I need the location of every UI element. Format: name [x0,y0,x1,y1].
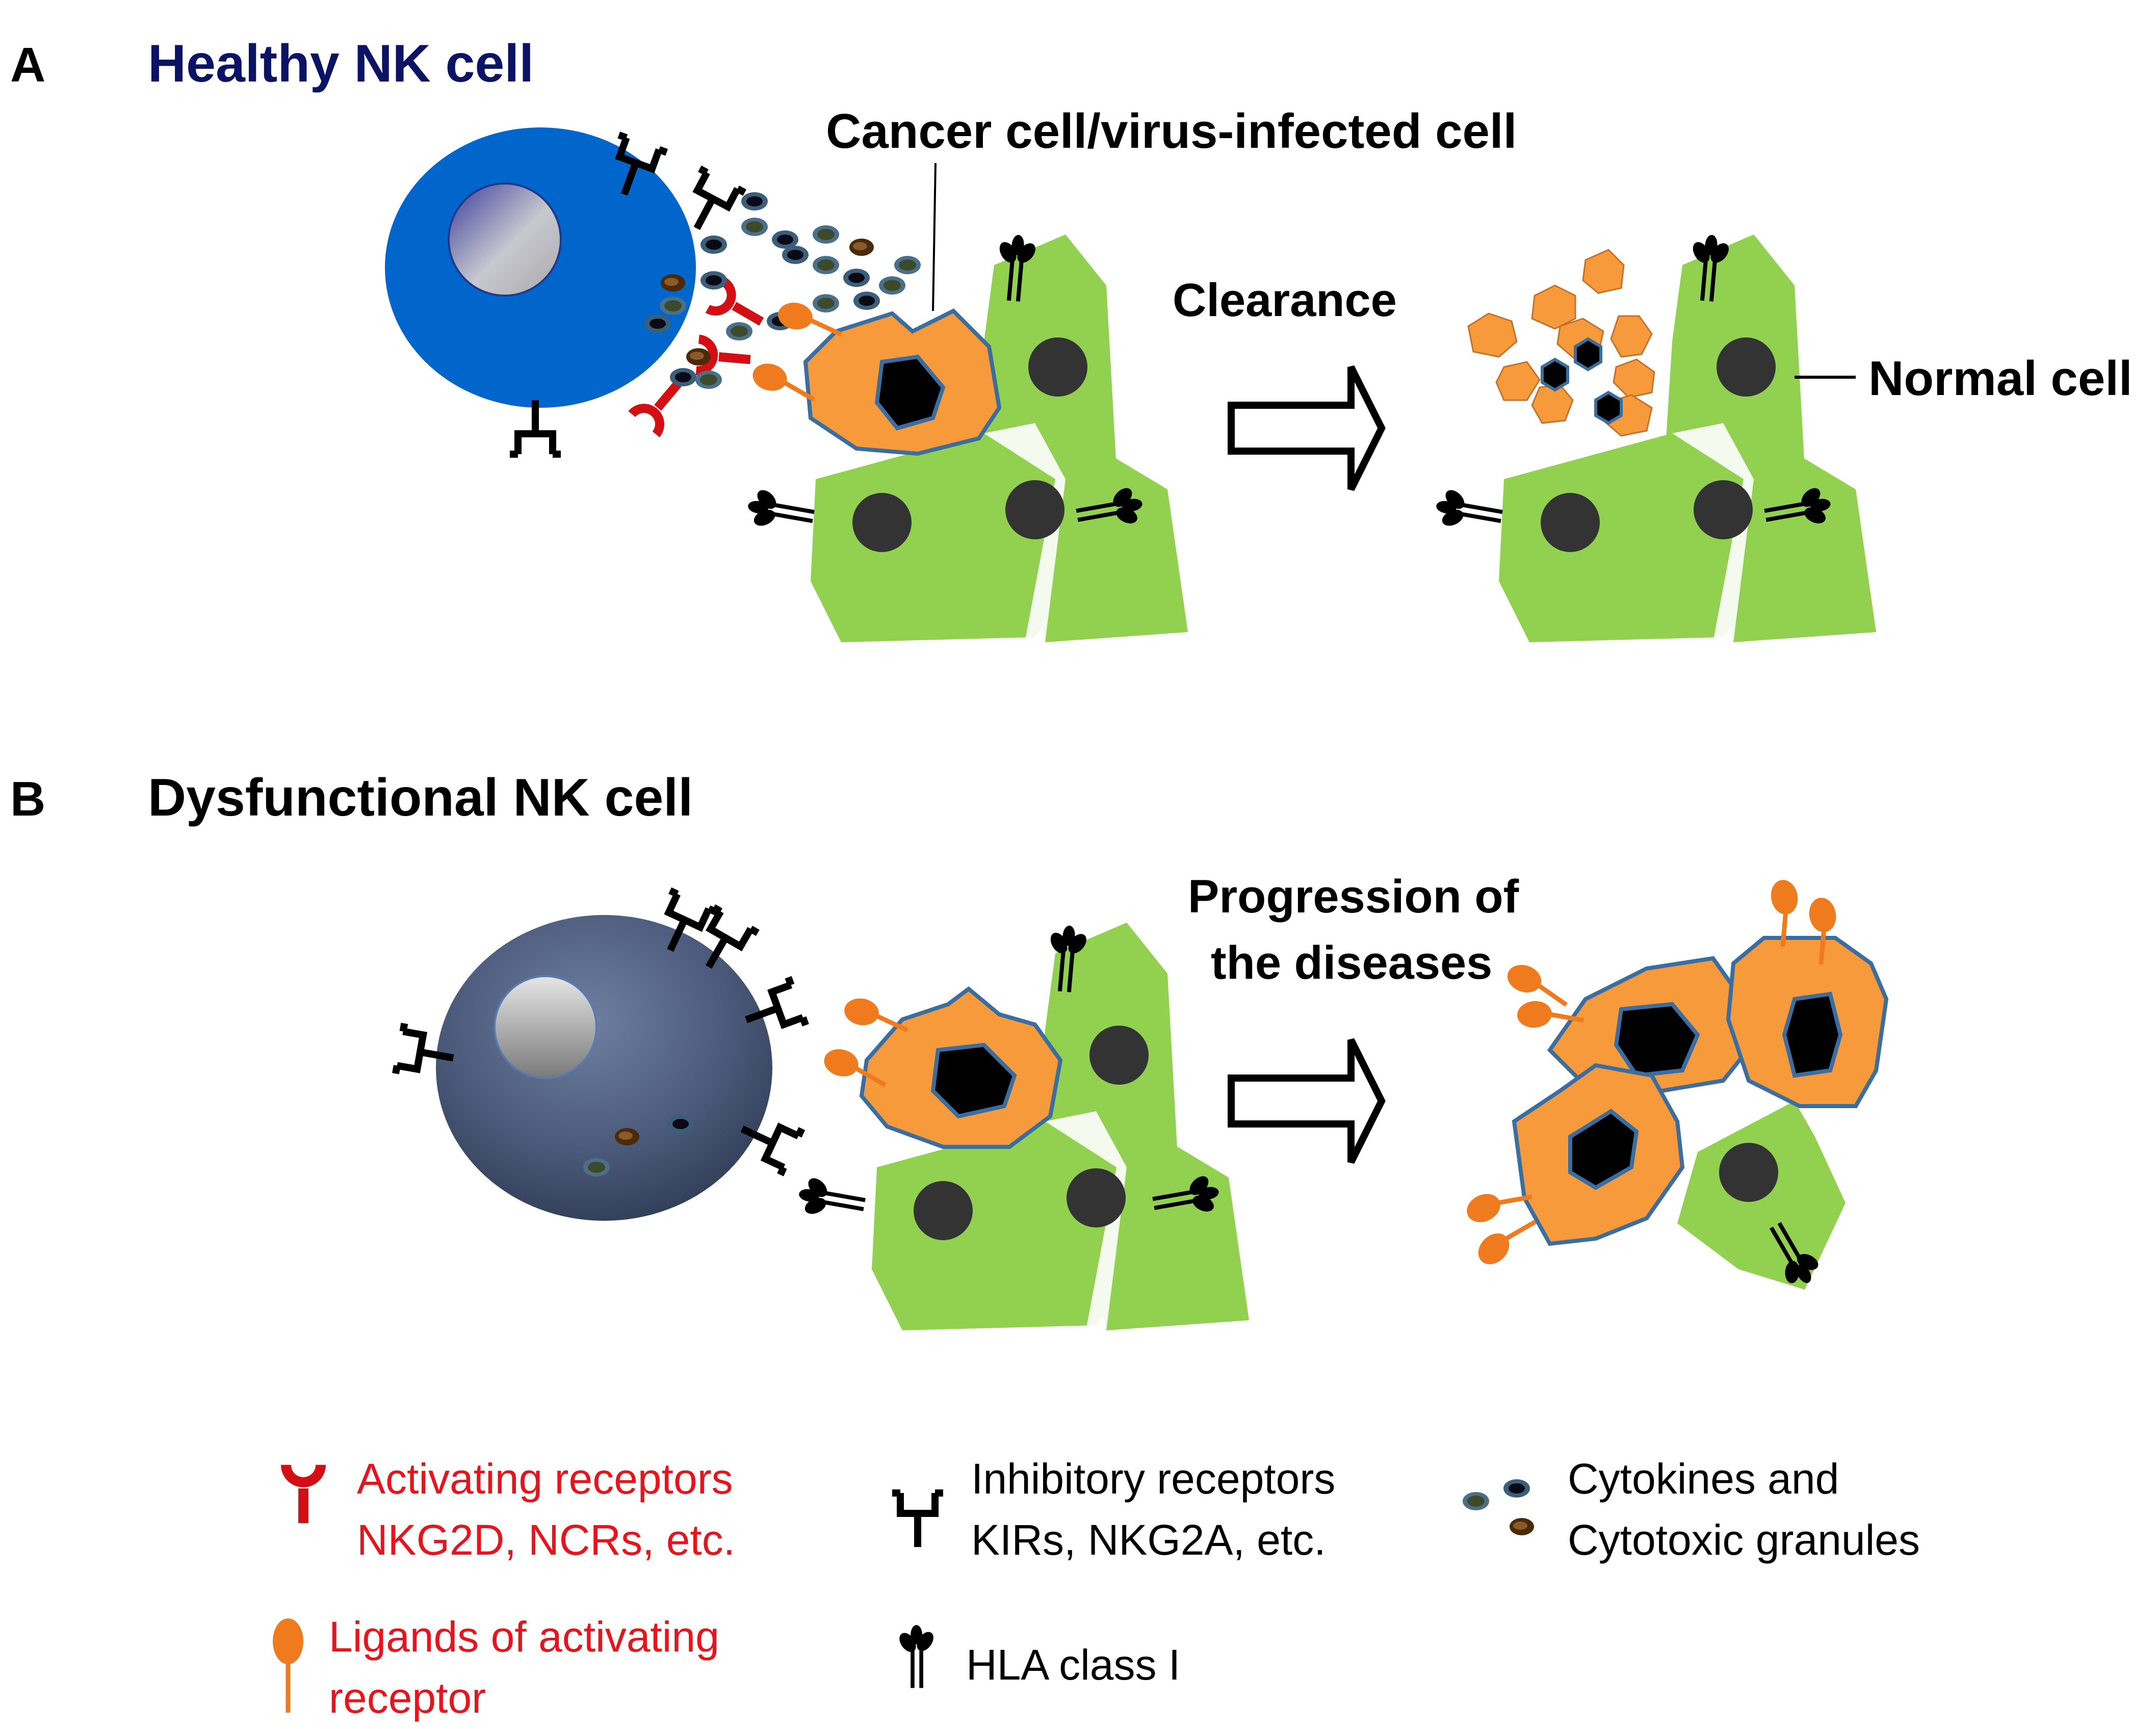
cancer-cell-label: Cancer cell/virus-infected cell [826,104,1517,159]
legend-ligands-line2: receptor [329,1674,486,1722]
progression-arrow-icon [1228,1038,1386,1164]
legend-hla-icon [896,1625,937,1688]
dysfunctional-nk-cell [436,915,772,1221]
ligand-icon [842,996,912,1033]
progression-label-line1: Progression of [1188,871,1519,923]
panel-a-letter: A [10,38,45,92]
legend: Activating receptors NKG2D, NCRs, etc. I… [273,1455,1920,1722]
panel-a: A Healthy NK cell [10,34,2133,642]
cancer-cell-a [803,308,1002,456]
hla-class-i-icon [744,484,817,538]
hla-class-i-icon [795,1172,868,1226]
progression-label-line2: the diseases [1211,937,1492,989]
normal-cell-label: Normal cell [1868,351,2133,406]
legend-granules-line1: Cytokines and [1568,1455,1839,1503]
legend-activating-receptor-icon [281,1464,326,1524]
apoptotic-debris [1467,249,1655,437]
healthy-nk-cell [385,127,696,408]
legend-activating-line2: NKG2D, NCRs, etc. [357,1516,735,1564]
legend-hla-label: HLA class I [966,1641,1180,1689]
normal-cells-after-clearance [1499,234,1876,642]
normal-cells-b [872,923,1249,1330]
legend-inhibitory-line1: Inhibitory receptors [971,1455,1335,1503]
panel-a-title: Healthy NK cell [148,34,534,93]
clearance-arrow-icon [1228,365,1386,491]
legend-ligand-icon [273,1618,303,1713]
clearance-label: Clearance [1173,274,1397,326]
callout-line [932,163,937,311]
panel-b-letter: B [10,772,45,826]
debris-nuclei [1541,337,1623,425]
normal-cells-a [811,234,1188,642]
ligand-icon [1503,960,1574,1008]
hla-class-i-icon [1433,484,1505,538]
legend-granules-line2: Cytotoxic granules [1568,1516,1920,1564]
legend-activating-line1: Activating receptors [357,1455,733,1503]
legend-ligands-line1: Ligands of activating [329,1613,719,1661]
legend-inhibitory-receptor-icon [892,1493,943,1547]
legend-granules-icon [1463,1479,1534,1535]
cancer-cell-b [859,986,1063,1149]
panel-b-title: Dysfunctional NK cell [148,768,693,827]
inhibitory-receptor-icon [510,400,561,454]
legend-inhibitory-line2: KIRs, NKG2A, etc. [971,1516,1326,1564]
panel-b: B Dysfunctional NK cell [10,768,1889,1330]
disease-cluster [1512,936,1889,1290]
